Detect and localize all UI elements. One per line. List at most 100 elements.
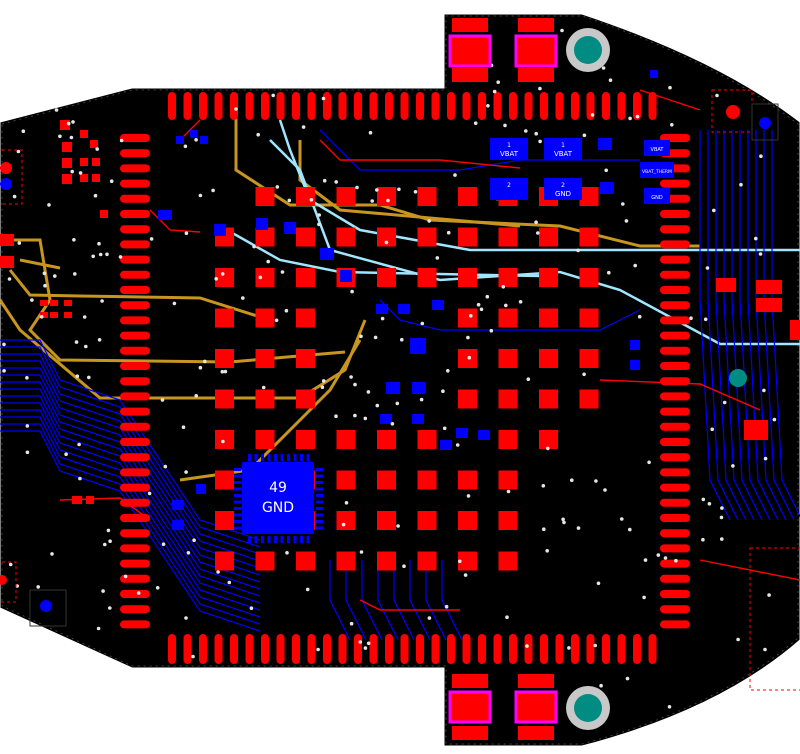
connector-pad <box>120 407 150 416</box>
via-icon <box>485 294 490 299</box>
inner-trace <box>219 224 541 278</box>
connector-pad <box>400 92 409 120</box>
via-icon <box>390 422 395 426</box>
connector-pad <box>338 92 347 120</box>
connector-pad <box>120 331 150 340</box>
via-icon <box>624 219 629 223</box>
smd-pad <box>86 496 94 504</box>
connector-pad <box>120 346 150 355</box>
pad-vbat[interactable]: VBAT <box>644 140 670 156</box>
smd-pad <box>284 222 296 234</box>
via-icon <box>628 527 632 532</box>
via-icon <box>441 389 445 394</box>
via-icon <box>715 93 719 98</box>
via-icon <box>366 390 371 394</box>
smd-pad <box>756 298 782 312</box>
via-icon <box>123 574 128 579</box>
via-icon <box>621 202 625 206</box>
bga-pad <box>215 430 234 449</box>
pad-gnd[interactable]: GND <box>644 188 670 204</box>
via-icon <box>220 369 225 374</box>
bga-pad <box>255 227 275 247</box>
top-trace <box>699 559 800 581</box>
connector-pad <box>660 255 690 264</box>
via-icon <box>594 479 598 483</box>
bga-pad <box>296 551 315 571</box>
via-icon <box>668 85 672 90</box>
smd-pad <box>196 484 206 494</box>
battery-pad-top-1[interactable] <box>448 34 492 68</box>
via-icon <box>108 606 112 610</box>
via-icon <box>419 397 424 402</box>
battery-pad-bottom-1-sub <box>452 674 488 688</box>
top-trace <box>149 209 201 233</box>
pad-vbat-therm[interactable]: VBAT_THERM <box>640 162 674 178</box>
connector-pad <box>120 225 150 234</box>
via-icon <box>100 299 104 303</box>
connector-pad <box>199 92 207 120</box>
via-icon <box>601 66 606 70</box>
smd-components <box>0 70 800 543</box>
via-icon <box>280 270 285 274</box>
bottom-trace <box>329 560 351 641</box>
chip-pin <box>267 536 271 543</box>
component-battery-4[interactable]: 2 GND <box>544 178 582 200</box>
connector-pad <box>276 634 285 664</box>
smd-pad <box>630 340 640 350</box>
smd-pad <box>200 136 208 144</box>
via-icon <box>722 400 727 405</box>
bottom-trace <box>361 560 383 641</box>
bga-pad <box>377 551 396 571</box>
connector-pad <box>478 634 486 664</box>
chip-pin <box>316 513 323 517</box>
via-icon <box>353 382 357 387</box>
connector-pad <box>660 210 690 218</box>
connector-pad <box>245 92 254 120</box>
connector-pad <box>120 134 150 142</box>
chip-pin <box>316 520 323 523</box>
via-icon <box>78 171 83 175</box>
via-icon <box>643 558 648 562</box>
smd-pad <box>72 496 82 504</box>
component-battery-3[interactable]: 2 <box>490 178 528 200</box>
via-icon <box>701 497 706 502</box>
battery-pad-bottom-1[interactable] <box>448 690 492 724</box>
chip-pin <box>280 454 284 461</box>
via-field <box>2 20 777 717</box>
battery-pad-bottom-2[interactable] <box>514 690 558 724</box>
component-ref: 1 <box>507 142 511 149</box>
via-icon <box>536 231 540 235</box>
smd-pad <box>412 382 426 394</box>
via-icon <box>301 125 306 129</box>
component-battery-2[interactable]: 1 VBAT <box>544 138 582 160</box>
smd-pad <box>256 218 268 230</box>
chip-pin <box>254 454 258 461</box>
connector-pad <box>354 634 362 664</box>
chip-pin <box>274 454 277 461</box>
smd-pad <box>40 300 48 306</box>
via-icon <box>106 528 111 533</box>
via-icon <box>674 558 678 563</box>
battery-pad-top-2[interactable] <box>514 34 558 68</box>
connector-pad <box>292 92 300 120</box>
via-icon <box>739 182 743 187</box>
via-icon <box>316 647 320 652</box>
component-battery-1[interactable]: 1 VBAT <box>490 138 528 160</box>
bottom-trace <box>0 395 261 597</box>
via-icon <box>562 520 566 525</box>
via-icon <box>220 272 225 276</box>
qfn-chip[interactable]: 49 GND <box>242 462 314 534</box>
bottom-trace <box>345 560 367 641</box>
connector-pad <box>120 210 150 218</box>
component-ref: 1 <box>561 142 565 149</box>
bga-pad <box>377 470 396 490</box>
connector-pad <box>120 240 150 249</box>
connector-pad <box>120 529 150 538</box>
via-icon <box>322 178 327 183</box>
connector-pad <box>571 92 579 120</box>
via-icon <box>198 365 203 370</box>
chip-pin <box>234 474 241 478</box>
connector-pad <box>660 362 690 370</box>
connector-pad <box>120 483 150 492</box>
via-icon <box>87 375 91 380</box>
